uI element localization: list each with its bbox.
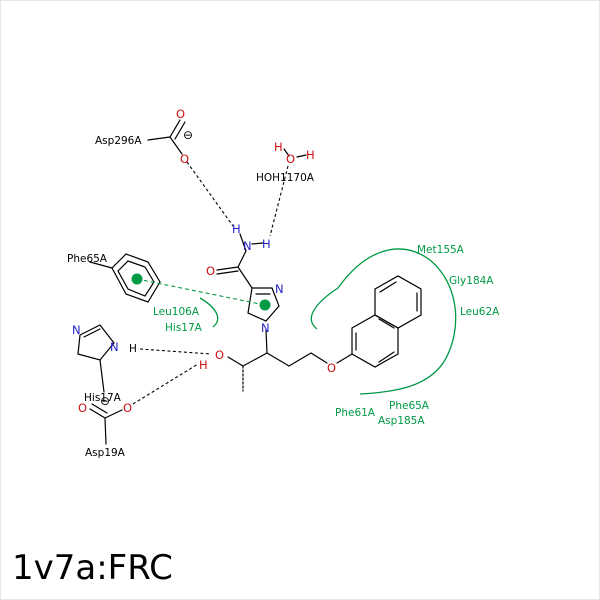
- svg-text:H: H: [262, 237, 271, 251]
- residue-phe65-top: Phe65A: [67, 253, 108, 265]
- residue-labels: Asp296A HOH1170A Phe65A Leu106A His17A H…: [67, 135, 500, 459]
- svg-text:H: H: [306, 148, 315, 162]
- pi-centroid-phe65: [131, 273, 143, 285]
- svg-text:H: H: [274, 140, 283, 154]
- svg-text:N: N: [261, 321, 270, 335]
- residue-his17-green: His17A: [165, 322, 203, 334]
- svg-text:⊖: ⊖: [100, 394, 110, 408]
- atom-labels: O O ⊖ H O H H N H O N N O O H N N H O O …: [72, 107, 336, 415]
- residue-gly184: Gly184A: [449, 275, 494, 287]
- residue-phe61: Phe61A: [335, 407, 376, 419]
- svg-text:N: N: [243, 239, 252, 253]
- svg-text:O: O: [123, 401, 132, 415]
- svg-text:O: O: [206, 264, 215, 278]
- residue-his17-black: His17A: [84, 392, 122, 404]
- svg-text:O: O: [215, 348, 224, 362]
- ligand-bonds: [77, 119, 422, 445]
- pi-stacking: [131, 273, 271, 311]
- svg-text:O: O: [327, 361, 336, 375]
- svg-text:H: H: [129, 343, 137, 355]
- svg-text:O: O: [176, 107, 185, 121]
- residue-asp19: Asp19A: [85, 447, 126, 459]
- hydrophobic-contacts: [199, 248, 457, 395]
- svg-text:N: N: [72, 323, 81, 337]
- residue-leu62: Leu62A: [460, 306, 500, 318]
- svg-text:N: N: [110, 340, 119, 354]
- svg-text:O: O: [78, 401, 87, 415]
- svg-text:O: O: [180, 152, 189, 166]
- residue-leu106: Leu106A: [153, 306, 200, 318]
- residue-phe65-bottom: Phe65A: [389, 400, 430, 412]
- diagram-title: 1v7a:FRC: [12, 548, 173, 588]
- svg-text:⊖: ⊖: [183, 128, 193, 142]
- hydrogen-bonds: [132, 161, 289, 405]
- svg-text:H: H: [199, 358, 208, 372]
- residue-asp185: Asp185A: [378, 415, 425, 427]
- residue-asp296: Asp296A: [95, 135, 142, 147]
- residue-met155: Met155A: [417, 244, 465, 256]
- svg-text:O: O: [286, 152, 295, 166]
- residue-hoh1170: HOH1170A: [256, 172, 315, 184]
- pi-centroid-ligand: [259, 299, 271, 311]
- svg-text:N: N: [275, 282, 284, 296]
- svg-text:H: H: [232, 222, 241, 236]
